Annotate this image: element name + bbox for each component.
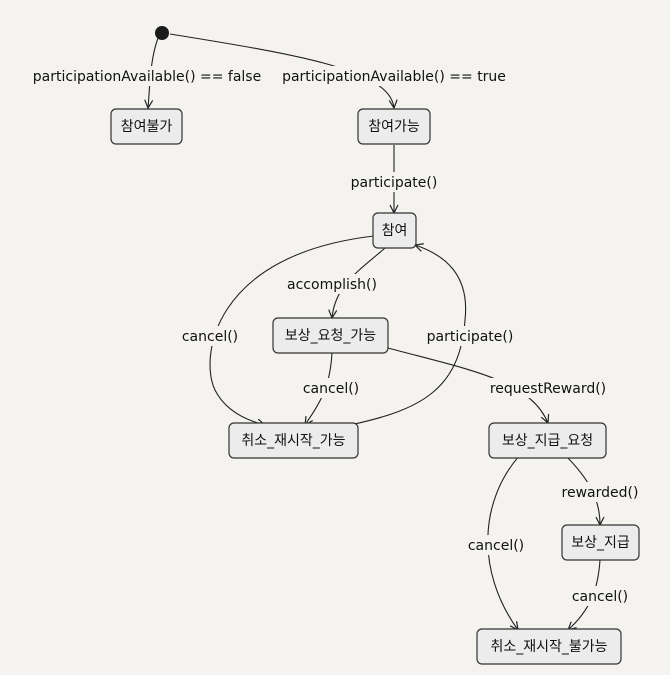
- label-cancel-rewarded-text: cancel(): [572, 589, 628, 605]
- label-rewarded: rewarded(): [557, 482, 643, 502]
- state-reward-requestable-label: 보상_요청_가능: [285, 328, 376, 344]
- state-reward-requested: 보상_지급_요청: [488, 422, 607, 459]
- initial-state-dot: [155, 26, 169, 40]
- label-cancel-participating: cancel(): [178, 326, 242, 346]
- state-restart-unavailable-label: 취소_재시작_불가능: [490, 639, 607, 655]
- label-participate-again: participate(): [422, 326, 518, 346]
- state-restart-unavailable: 취소_재시작_불가능: [476, 628, 622, 665]
- state-participating-label: 참여: [382, 223, 408, 239]
- label-start-false: participationAvailable() == false: [30, 66, 264, 86]
- label-cancel-requestable: cancel(): [299, 378, 363, 398]
- edge-request-reward: [387, 347, 548, 423]
- label-participate: participate(): [347, 172, 441, 192]
- label-participate-text: participate(): [351, 175, 438, 191]
- state-reward-requestable: 보상_요청_가능: [272, 317, 389, 354]
- state-unavailable-label: 참여불가: [121, 119, 173, 135]
- state-available-label: 참여가능: [368, 119, 420, 135]
- state-participating: 참여: [372, 212, 417, 249]
- label-rewarded-text: rewarded(): [562, 485, 639, 501]
- label-request-reward: requestReward(): [486, 378, 610, 398]
- label-start-true: participationAvailable() == true: [280, 66, 508, 86]
- label-cancel-requestable-text: cancel(): [303, 381, 359, 397]
- state-restart-available-label: 취소_재시작_가능: [241, 433, 345, 449]
- label-request-reward-text: requestReward(): [490, 381, 606, 397]
- label-cancel-requested: cancel(): [464, 535, 528, 555]
- edge-start-true: [169, 33, 394, 108]
- label-start-false-text: participationAvailable() == false: [33, 69, 261, 85]
- state-rewarded: 보상_지급: [561, 524, 640, 561]
- label-accomplish-text: accomplish(): [287, 277, 377, 293]
- edge-cancel-participating: [209, 235, 375, 425]
- label-accomplish: accomplish(): [284, 274, 380, 294]
- label-cancel-participating-text: cancel(): [182, 329, 238, 345]
- label-start-true-text: participationAvailable() == true: [282, 69, 506, 85]
- label-cancel-requested-text: cancel(): [468, 538, 524, 554]
- state-restart-available: 취소_재시작_가능: [228, 422, 359, 459]
- label-cancel-rewarded: cancel(): [568, 586, 632, 606]
- state-reward-requested-label: 보상_지급_요청: [502, 433, 593, 449]
- state-available: 참여가능: [357, 108, 431, 145]
- state-rewarded-label: 보상_지급: [571, 535, 630, 551]
- label-participate-again-text: participate(): [427, 329, 514, 345]
- state-unavailable: 참여불가: [110, 108, 183, 145]
